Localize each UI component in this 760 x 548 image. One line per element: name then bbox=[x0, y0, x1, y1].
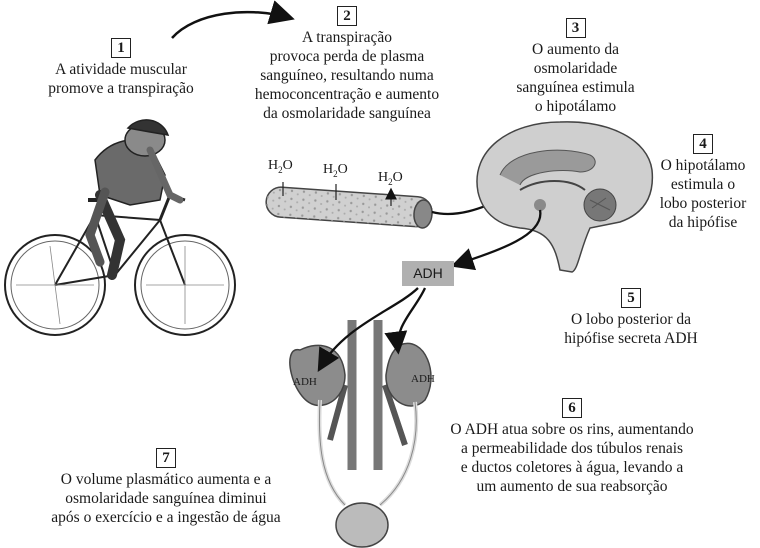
step-6-number: 6 bbox=[562, 398, 582, 418]
step-1-number: 1 bbox=[111, 38, 131, 58]
step-1: 1 A atividade muscular promove a transpi… bbox=[28, 38, 214, 98]
right-kidney-adh-label: ADH bbox=[411, 373, 435, 385]
step-4: 4 O hipotálamo estimula o lobo posterior… bbox=[646, 134, 760, 232]
step-6: 6 O ADH atua sobre os rins, aumentando a… bbox=[412, 398, 732, 496]
adh-label: ADH bbox=[402, 261, 454, 286]
step-2: 2 A transpiração provoca perda de plasma… bbox=[232, 6, 462, 123]
step-3-text: O aumento da osmolaridade sanguínea esti… bbox=[478, 40, 673, 116]
step-3: 3 O aumento da osmolaridade sanguínea es… bbox=[478, 18, 673, 116]
step-5: 5 O lobo posterior da hipófise secreta A… bbox=[546, 288, 716, 348]
left-kidney-adh-label: ADH bbox=[293, 376, 317, 388]
step-6-text: O ADH atua sobre os rins, aumentando a p… bbox=[412, 420, 732, 496]
step-3-number: 3 bbox=[566, 18, 586, 38]
step-5-number: 5 bbox=[621, 288, 641, 308]
step-2-number: 2 bbox=[337, 6, 357, 26]
h2o-label: H2O bbox=[378, 170, 403, 187]
brain-illustration bbox=[477, 122, 652, 272]
step-1-text: A atividade muscular promove a transpira… bbox=[28, 60, 214, 98]
step-7: 7 O volume plasmático aumenta e a osmola… bbox=[20, 448, 312, 527]
step-5-text: O lobo posterior da hipófise secreta ADH bbox=[546, 310, 716, 348]
step-4-text: O hipotálamo estimula o lobo posterior d… bbox=[646, 156, 760, 232]
step-4-number: 4 bbox=[693, 134, 713, 154]
h2o-label: H2O bbox=[268, 158, 293, 175]
arrow-adh-to-right-kidney bbox=[398, 288, 425, 350]
step-7-text: O volume plasmático aumenta e a osmolari… bbox=[20, 470, 312, 527]
blood-vessel bbox=[265, 182, 433, 229]
step-7-number: 7 bbox=[156, 448, 176, 468]
h2o-label: H2O bbox=[323, 162, 348, 179]
step-2-text: A transpiração provoca perda de plasma s… bbox=[232, 28, 462, 123]
cyclist-illustration bbox=[5, 195, 235, 335]
